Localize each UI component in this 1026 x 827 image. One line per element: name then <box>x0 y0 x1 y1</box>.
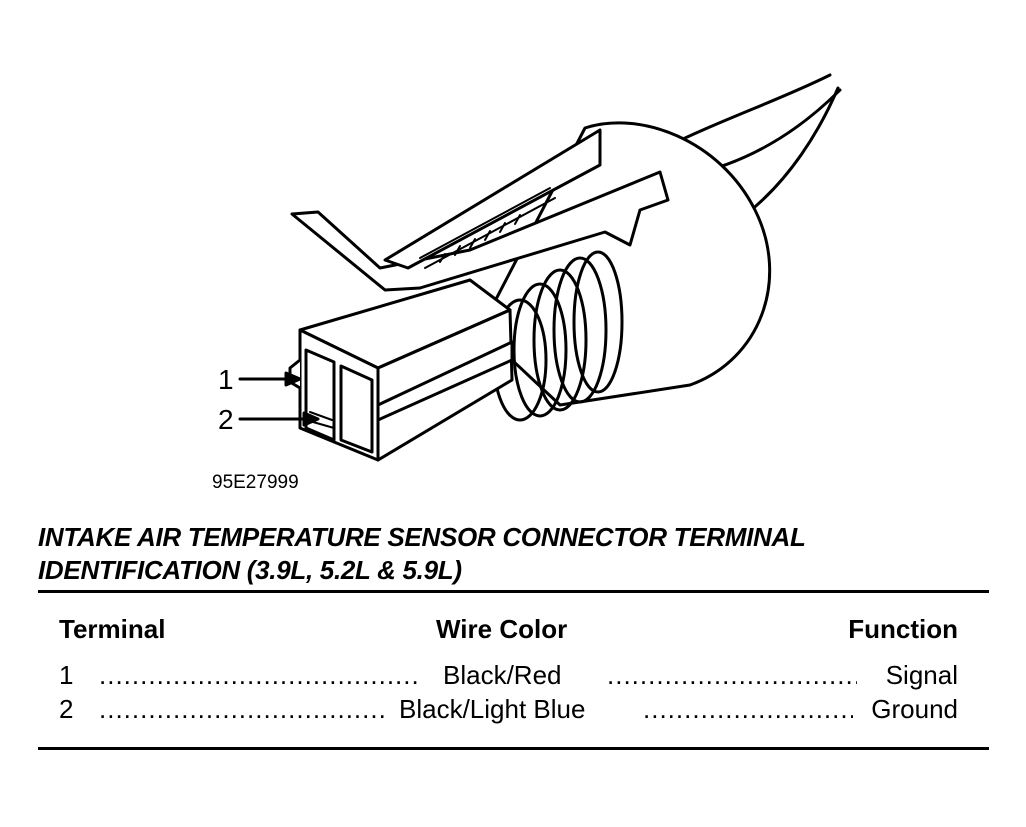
callout-leaders <box>238 377 312 421</box>
terminal-label-2: 2 <box>218 404 234 435</box>
terminal-cavity-2 <box>339 364 374 454</box>
wire-boot <box>743 86 840 217</box>
cell-terminal: 1 <box>59 660 74 691</box>
figure-caption: INTAKE AIR TEMPERATURE SENSOR CONNECTOR … <box>38 521 988 587</box>
table-row: ........................................… <box>59 660 958 692</box>
cell-wire-color: Black/Light Blue <box>395 694 590 725</box>
arrow-1-icon <box>284 371 302 387</box>
cell-terminal: 2 <box>59 694 74 725</box>
table-row: ........................................… <box>59 694 958 726</box>
header-function: Function <box>848 614 958 644</box>
figure-id: 95E27999 <box>212 472 299 493</box>
table-top-rule <box>38 590 989 593</box>
caption-line-1: INTAKE AIR TEMPERATURE SENSOR CONNECTOR … <box>38 522 806 552</box>
cell-function: Ground <box>865 694 958 725</box>
leader-dots: ........................................… <box>99 660 419 690</box>
leader-dots: ........................................… <box>607 660 857 690</box>
latch-top <box>383 128 602 270</box>
latch-ridges <box>419 187 556 269</box>
terminal-label-1: 1 <box>218 364 234 395</box>
spring-coil <box>492 250 624 422</box>
table-bottom-rule <box>38 747 989 750</box>
connector-body <box>478 121 772 407</box>
cell-function: Signal <box>879 660 958 691</box>
header-terminal: Terminal <box>59 614 166 644</box>
leader-dots: ........................................… <box>643 694 853 724</box>
locking-latch <box>290 170 670 292</box>
arrow-2-icon <box>302 411 320 427</box>
leader-dots: ........................................… <box>99 694 389 724</box>
caption-line-2: IDENTIFICATION (3.9L, 5.2L & 5.9L) <box>38 555 462 585</box>
header-wire-color: Wire Color <box>436 614 568 644</box>
cell-wire-color: Black/Red <box>439 660 566 691</box>
